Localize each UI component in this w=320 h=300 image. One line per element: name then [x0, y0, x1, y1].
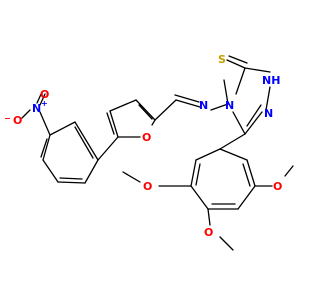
triazole-nh-label: NH — [262, 74, 280, 87]
bond-layer — [21, 55, 294, 251]
triazole-n4-label: N — [225, 99, 234, 112]
chemical-structure: O N + O − O N N S NH N O O O — [4, 53, 294, 251]
nitro-oxygen-top-label: O — [40, 88, 49, 101]
methoxy-oxygen-bottom-label: O — [204, 226, 213, 239]
triazole-n2-label: N — [264, 107, 273, 120]
methoxy-oxygen-right-label: O — [273, 180, 282, 193]
nitro-nitrogen-charge: + — [41, 99, 48, 108]
nitro-nitrogen-label: N — [32, 102, 41, 115]
nitro-oxygen-left-label: O — [13, 114, 22, 127]
imine-nitrogen-label: N — [199, 99, 208, 112]
methoxy-oxygen-left-label: O — [143, 180, 152, 193]
furan-oxygen-label: O — [142, 131, 151, 144]
atom-label-layer: O N + O − O N N S NH N O O O — [4, 53, 282, 239]
thione-sulfur-label: S — [218, 53, 226, 66]
nitro-oxygen-charge: − — [4, 114, 11, 123]
